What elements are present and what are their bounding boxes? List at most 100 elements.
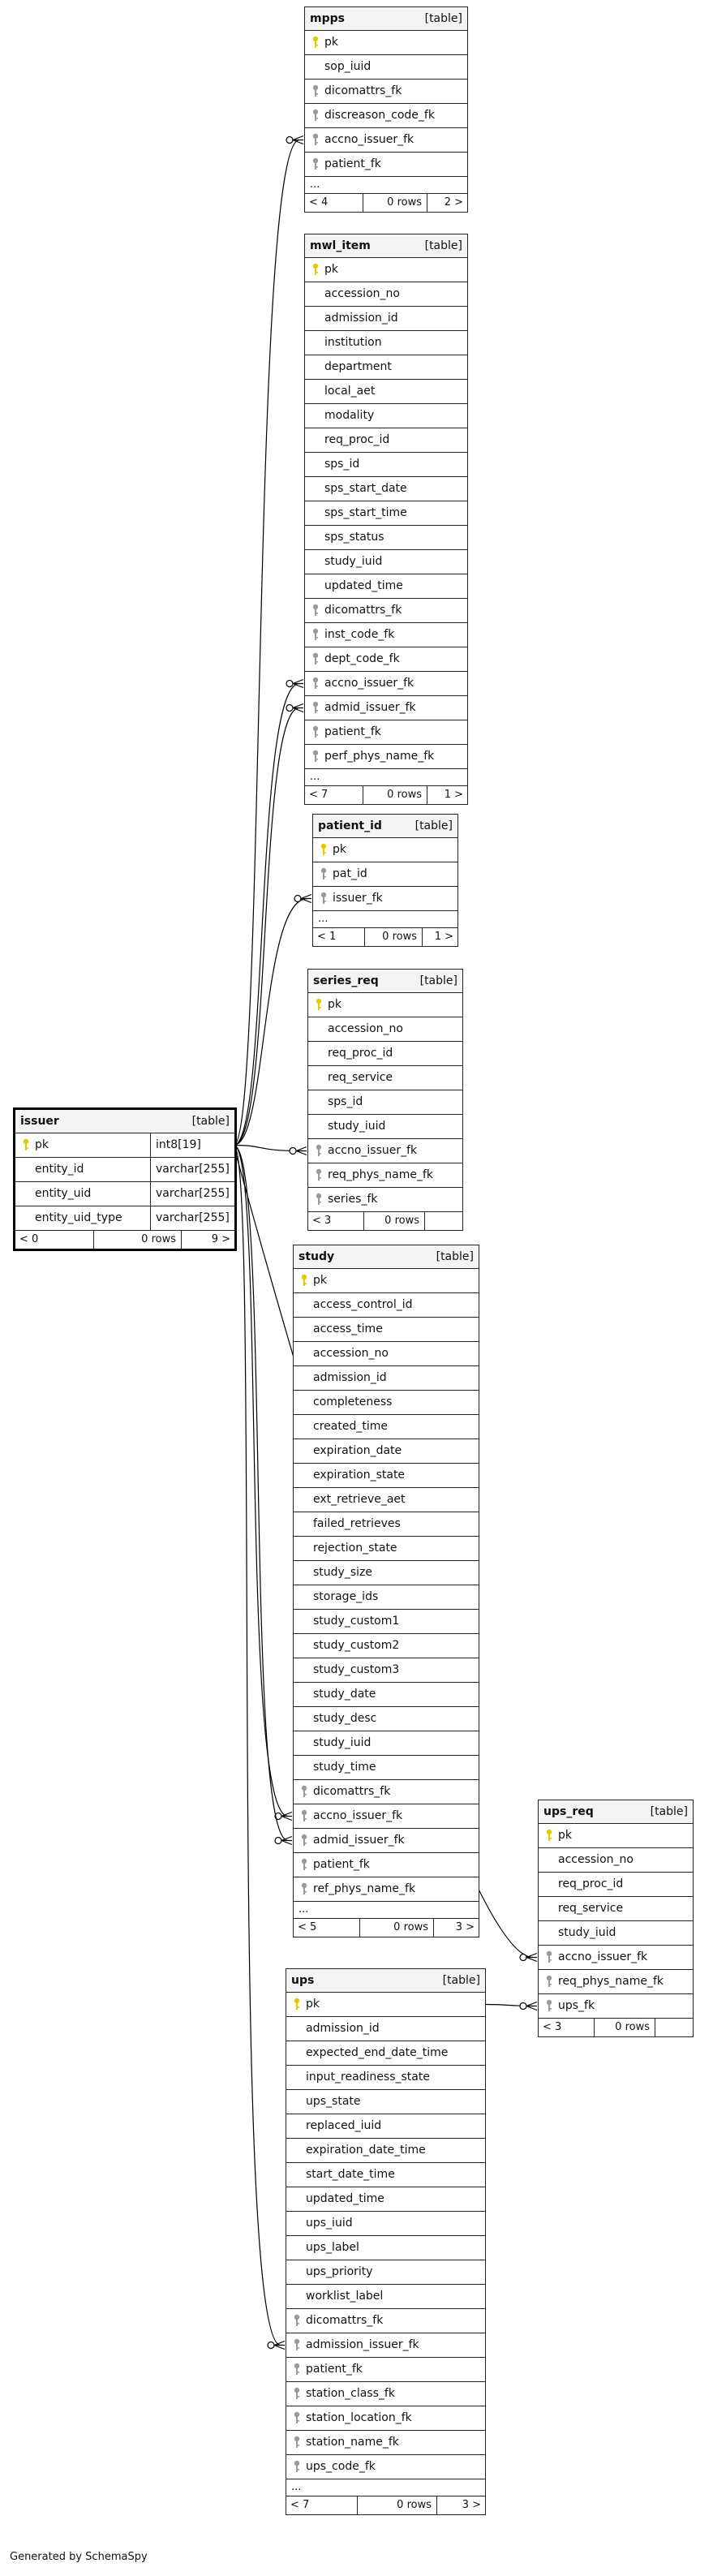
column-row[interactable]: dicomattrs_fk: [286, 2309, 485, 2333]
column-row[interactable]: inst_code_fk: [305, 623, 467, 647]
column-row[interactable]: admid_issuer_fk: [305, 696, 467, 720]
column-row[interactable]: discreason_code_fk: [305, 104, 467, 128]
column-row[interactable]: perf_phys_name_fk: [305, 745, 467, 769]
column-row[interactable]: pk: [286, 1993, 485, 2017]
column-row[interactable]: req_phys_name_fk: [539, 1970, 693, 1994]
column-row[interactable]: expiration_date_time: [286, 2139, 485, 2163]
column-row[interactable]: req_proc_id: [305, 428, 467, 453]
column-row[interactable]: pat_id: [313, 862, 457, 887]
column-row[interactable]: expected_end_date_time: [286, 2041, 485, 2066]
column-row[interactable]: dept_code_fk: [305, 647, 467, 672]
column-row[interactable]: study_iuid: [308, 1115, 462, 1139]
column-row[interactable]: study_custom2: [294, 1634, 479, 1658]
column-row[interactable]: created_time: [294, 1415, 479, 1439]
more-columns-indicator[interactable]: ...: [286, 2479, 485, 2496]
column-row[interactable]: study_iuid: [539, 1921, 693, 1946]
column-row[interactable]: admission_id: [305, 307, 467, 331]
children-count[interactable]: 2 >: [444, 196, 463, 209]
column-row[interactable]: department: [305, 355, 467, 380]
column-row[interactable]: ups_label: [286, 2236, 485, 2260]
column-row[interactable]: rejection_state: [294, 1537, 479, 1561]
children-count[interactable]: 1 >: [434, 931, 453, 943]
column-row[interactable]: study_size: [294, 1561, 479, 1585]
column-row[interactable]: req_phys_name_fk: [308, 1163, 462, 1188]
column-row[interactable]: dicomattrs_fk: [294, 1780, 479, 1804]
children-count[interactable]: 9 >: [211, 1233, 230, 1245]
column-row[interactable]: study_custom1: [294, 1610, 479, 1634]
parents-count[interactable]: < 7: [309, 789, 329, 801]
column-row[interactable]: accession_no: [294, 1342, 479, 1366]
column-row[interactable]: updated_time: [286, 2187, 485, 2212]
column-row[interactable]: storage_ids: [294, 1585, 479, 1610]
column-row[interactable]: patient_fk: [305, 720, 467, 745]
column-row[interactable]: replaced_iuid: [286, 2114, 485, 2139]
column-row[interactable]: issuer_fk: [313, 887, 457, 911]
column-row[interactable]: sps_id: [305, 453, 467, 477]
column-row[interactable]: req_proc_id: [308, 1042, 462, 1066]
column-row[interactable]: dicomattrs_fk: [305, 599, 467, 623]
parents-count[interactable]: < 5: [298, 1921, 317, 1933]
column-row[interactable]: admid_issuer_fk: [294, 1829, 479, 1853]
column-row[interactable]: accno_issuer_fk: [539, 1946, 693, 1970]
column-row[interactable]: accession_no: [539, 1848, 693, 1873]
column-row[interactable]: station_name_fk: [286, 2431, 485, 2455]
column-row[interactable]: admission_id: [294, 1366, 479, 1391]
column-row[interactable]: study_date: [294, 1683, 479, 1707]
column-row[interactable]: expiration_date: [294, 1439, 479, 1464]
column-row[interactable]: series_fk: [308, 1188, 462, 1212]
table-header[interactable]: ups[table]: [286, 1969, 485, 1993]
column-row[interactable]: expiration_state: [294, 1464, 479, 1488]
column-row[interactable]: req_service: [539, 1897, 693, 1921]
table-header[interactable]: mwl_item[table]: [305, 234, 467, 258]
column-row[interactable]: ups_state: [286, 2090, 485, 2114]
column-row[interactable]: patient_fk: [305, 153, 467, 177]
table-header[interactable]: mpps[table]: [305, 7, 467, 31]
column-row[interactable]: accession_no: [308, 1017, 462, 1042]
table-header[interactable]: study[table]: [294, 1245, 479, 1269]
column-row[interactable]: accno_issuer_fk: [305, 128, 467, 153]
column-row[interactable]: institution: [305, 331, 467, 355]
column-row[interactable]: modality: [305, 404, 467, 428]
parents-count[interactable]: < 1: [317, 931, 337, 943]
parents-count[interactable]: < 0: [19, 1233, 39, 1245]
column-row[interactable]: ups_code_fk: [286, 2455, 485, 2479]
more-columns-indicator[interactable]: ...: [305, 769, 467, 786]
column-row[interactable]: ups_iuid: [286, 2212, 485, 2236]
column-row[interactable]: pk: [313, 838, 457, 862]
column-row[interactable]: start_date_time: [286, 2163, 485, 2187]
column-row[interactable]: input_readiness_state: [286, 2066, 485, 2090]
column-row[interactable]: accno_issuer_fk: [305, 672, 467, 696]
column-row[interactable]: dicomattrs_fk: [305, 80, 467, 104]
column-row[interactable]: sop_iuid: [305, 55, 467, 80]
children-count[interactable]: 3 >: [462, 2499, 481, 2511]
column-row[interactable]: accno_issuer_fk: [308, 1139, 462, 1163]
column-row[interactable]: study_time: [294, 1756, 479, 1780]
column-row[interactable]: ups_priority: [286, 2260, 485, 2285]
column-row[interactable]: failed_retrieves: [294, 1512, 479, 1537]
table-header[interactable]: ups_req[table]: [539, 1800, 693, 1824]
column-row[interactable]: sps_start_date: [305, 477, 467, 501]
column-row[interactable]: pk: [305, 258, 467, 282]
parents-count[interactable]: < 7: [290, 2499, 310, 2511]
column-row[interactable]: req_proc_id: [539, 1873, 693, 1897]
children-count[interactable]: 1 >: [444, 789, 463, 801]
column-row[interactable]: patient_fk: [294, 1853, 479, 1877]
more-columns-indicator[interactable]: ...: [313, 911, 457, 928]
more-columns-indicator[interactable]: ...: [294, 1902, 479, 1919]
parents-count[interactable]: < 3: [543, 2021, 562, 2033]
column-row[interactable]: worklist_label: [286, 2285, 485, 2309]
column-row[interactable]: local_aet: [305, 380, 467, 404]
column-row[interactable]: admission_id: [286, 2017, 485, 2041]
parents-count[interactable]: < 3: [312, 1215, 332, 1227]
column-row[interactable]: study_custom3: [294, 1658, 479, 1683]
column-row[interactable]: access_control_id: [294, 1293, 479, 1318]
column-row[interactable]: ref_phys_name_fk: [294, 1877, 479, 1902]
